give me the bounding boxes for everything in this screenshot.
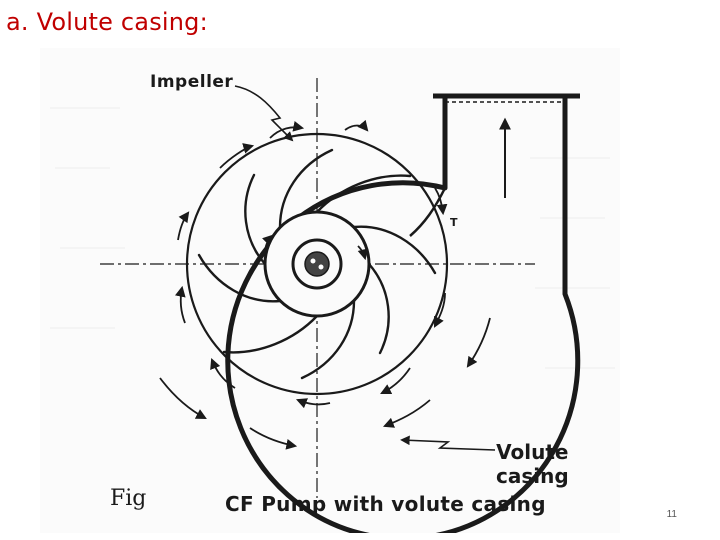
flow-arrow <box>380 367 411 394</box>
shaft <box>304 251 330 277</box>
impeller-label: Impeller <box>150 72 234 92</box>
flow-arrow <box>175 285 186 324</box>
flow-arrow <box>344 119 369 132</box>
flow-arrow <box>357 245 369 261</box>
figure-caption: CF Pump with volute casing <box>225 492 546 516</box>
volute-leader <box>400 435 496 451</box>
volute-inner-wall <box>409 187 447 237</box>
volute-pump-diagram <box>50 78 615 533</box>
pump-figure: Impeller T Volute casing Fig CF Pump wit… <box>40 48 620 533</box>
volute-casing-label: Volute casing <box>496 440 569 488</box>
flow-arrow <box>382 399 431 428</box>
impeller-blade <box>352 225 437 275</box>
slide-heading: a. Volute casing: <box>6 8 208 36</box>
impeller-blade <box>222 314 319 354</box>
flow-arrow <box>269 121 305 139</box>
impeller-blades <box>197 148 437 380</box>
impeller-blade <box>367 262 390 355</box>
fig-label: Fig <box>110 486 147 511</box>
flow-arrow <box>466 317 491 368</box>
impeller-blade <box>244 173 267 266</box>
volute-casing-outline <box>225 98 581 533</box>
impeller-leader <box>234 85 294 142</box>
impeller-blade <box>315 174 412 214</box>
volute-label-line2: casing <box>496 464 569 488</box>
flow-arrow <box>434 187 448 216</box>
impeller-outer-circle <box>185 132 449 396</box>
flow-arrow <box>210 357 236 389</box>
volute-label-line1: Volute <box>496 440 569 464</box>
impeller-blade <box>197 253 282 303</box>
flow-arrow <box>434 292 446 328</box>
flow-arrow <box>219 143 255 169</box>
page-number: 11 <box>666 509 677 520</box>
tongue-label: T <box>450 216 458 229</box>
shaft-hub <box>291 238 343 290</box>
flow-arrow <box>159 377 207 420</box>
impeller-blade <box>300 299 356 380</box>
flow-arrow <box>262 234 274 254</box>
flow-arrows <box>159 119 491 450</box>
scan-texture <box>50 107 615 369</box>
flow-arrow <box>177 211 190 241</box>
impeller-blade <box>278 148 334 229</box>
flow-arrow <box>249 427 298 450</box>
flow-arrow <box>295 398 331 409</box>
